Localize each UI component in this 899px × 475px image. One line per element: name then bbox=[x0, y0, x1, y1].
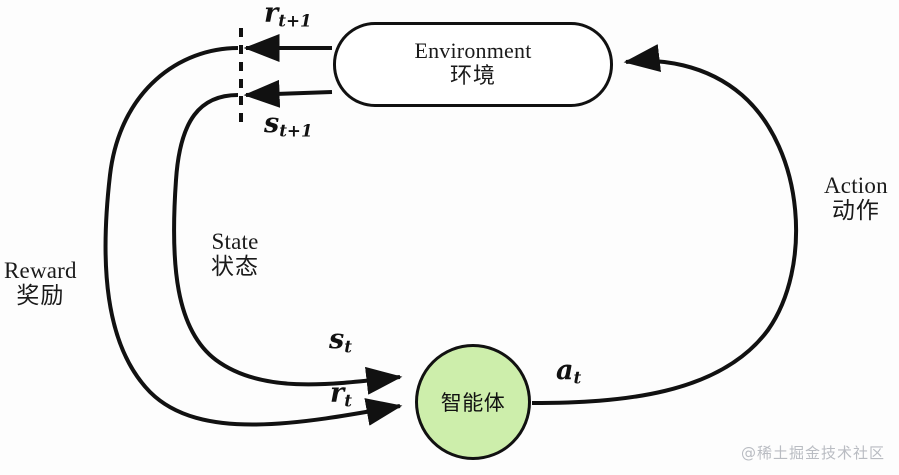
edge-label-reward-next: rt+1 bbox=[264, 0, 312, 31]
environment-label-cn: 环境 bbox=[449, 64, 496, 89]
edge-label-reward-next-base: r bbox=[264, 0, 279, 29]
edge-label-state-now-sub: t bbox=[344, 336, 352, 357]
agent-label-cn: 智能体 bbox=[440, 391, 506, 415]
edge-reward-loop bbox=[103, 46, 403, 427]
edge-label-action-now: at bbox=[556, 355, 581, 388]
edge-label-state-next-sub: t+1 bbox=[279, 120, 313, 141]
edge-label-state-next-base: s bbox=[264, 108, 280, 139]
edge-label-reward-now: rt bbox=[330, 378, 352, 411]
reward-label-cn: 奖励 bbox=[16, 282, 65, 309]
edge-state-loop bbox=[172, 93, 403, 395]
edge-label-action-now-sub: t bbox=[573, 367, 582, 388]
action-label-cn: 动作 bbox=[831, 197, 880, 224]
edge-label-state-now-base: s bbox=[329, 324, 345, 355]
action-label-en: Action bbox=[824, 173, 888, 198]
state-label-cn: 状态 bbox=[211, 253, 259, 280]
edge-action-loop bbox=[531, 44, 799, 405]
edge-label-reward-now-sub: t bbox=[344, 390, 352, 411]
watermark: @稀土掘金技术社区 bbox=[740, 444, 885, 462]
state-side-label: State 状态 bbox=[211, 229, 259, 281]
state-label-en: State bbox=[211, 229, 259, 254]
reward-side-label: Reward 奖励 bbox=[4, 258, 77, 310]
edge-label-action-now-base: a bbox=[556, 355, 574, 386]
reward-label-en: Reward bbox=[4, 258, 77, 283]
edge-env-to-state bbox=[243, 79, 333, 108]
edge-label-reward-next-sub: t+1 bbox=[278, 10, 312, 31]
edge-label-reward-now-base: r bbox=[330, 378, 345, 409]
agent-node: 智能体 bbox=[415, 344, 531, 460]
environment-node: Environment 环境 bbox=[333, 22, 613, 107]
action-side-label: Action 动作 bbox=[824, 173, 888, 225]
edge-label-state-now: st bbox=[329, 324, 352, 357]
environment-label-en: Environment bbox=[414, 38, 532, 64]
edge-label-state-next: st+1 bbox=[264, 108, 313, 141]
